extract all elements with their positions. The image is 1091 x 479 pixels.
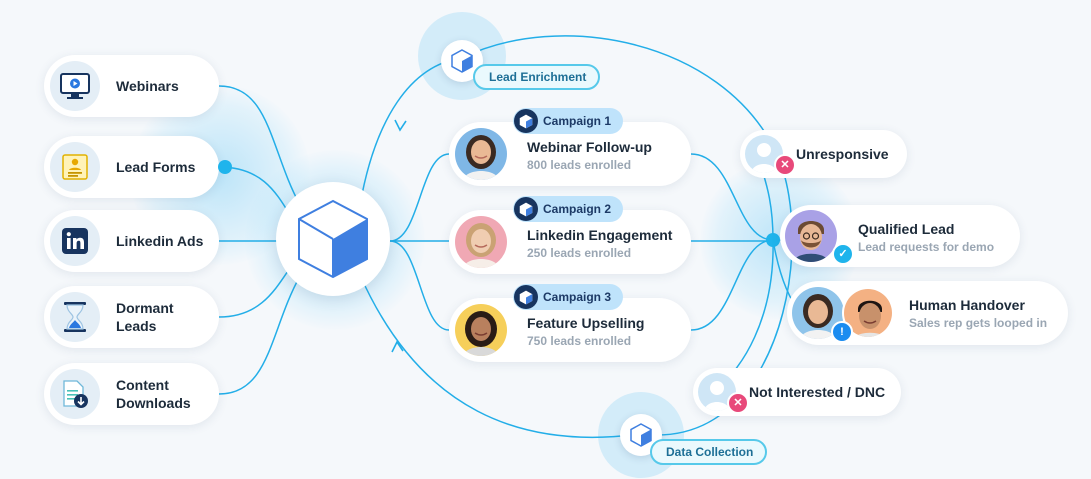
campaign-badge-1: Campaign 1	[513, 108, 624, 134]
campaign-badge-2: Campaign 2	[513, 196, 624, 222]
campaign-card-1[interactable]: Webinar Follow-up 800 leads enrolled	[449, 122, 691, 186]
wire-out-3	[690, 239, 774, 331]
avatar	[785, 210, 837, 262]
document-download-icon	[50, 369, 100, 419]
close-icon: ✕	[727, 392, 749, 414]
outcome-title: Qualified Lead	[858, 221, 955, 237]
outcome-title: Human Handover	[909, 297, 1025, 313]
arrow-bottom	[391, 340, 404, 353]
avatar	[455, 216, 507, 268]
source-dormant-leads[interactable]: Dormant Leads	[44, 286, 219, 348]
hourglass-icon	[50, 292, 100, 342]
source-label: Lead Forms	[116, 159, 196, 175]
lead-form-icon	[50, 142, 100, 192]
data-collection-label: Data Collection	[650, 439, 768, 465]
outcome-qualified-lead[interactable]: ✓ Qualified Lead Lead requests for demo	[780, 205, 1020, 267]
outcome-unresponsive[interactable]: ✕ Unresponsive	[740, 130, 907, 178]
source-label: Content Downloads	[116, 377, 191, 411]
campaign-card-2[interactable]: Linkedin Engagement 250 leads enrolled	[449, 210, 691, 274]
linkedin-icon	[50, 216, 100, 266]
alert-icon: !	[831, 321, 853, 343]
loop-bottom-left	[359, 274, 641, 439]
source-linkedin-ads[interactable]: Linkedin Ads	[44, 210, 219, 272]
outcome-human-handover[interactable]: ! Human Handover Sales rep gets looped i…	[787, 281, 1068, 345]
campaign-badge-label: Campaign 1	[543, 114, 612, 128]
campaign-badge-3: Campaign 3	[513, 284, 624, 310]
avatar	[842, 287, 894, 339]
wire-dormant	[218, 267, 291, 318]
wire-lead-forms	[218, 166, 291, 216]
cube-icon	[630, 423, 652, 447]
loop-top-right	[461, 35, 776, 151]
loop-right	[759, 149, 793, 371]
active-source-dot	[218, 160, 232, 174]
user-icon	[745, 135, 783, 173]
hub-node[interactable]	[276, 182, 390, 296]
wire-campaign-1	[389, 153, 450, 242]
webinar-screen-icon	[50, 61, 100, 111]
avatar	[455, 304, 507, 356]
campaign-title: Linkedin Engagement	[527, 227, 673, 243]
source-lead-forms[interactable]: Lead Forms	[44, 136, 219, 198]
outcome-subtitle: Sales rep gets looped in	[909, 316, 1048, 330]
cube-icon	[298, 199, 368, 279]
campaign-subtitle: 800 leads enrolled	[527, 158, 632, 172]
close-icon: ✕	[774, 154, 796, 176]
campaign-title: Feature Upselling	[527, 315, 645, 331]
campaign-badge-label: Campaign 2	[543, 202, 612, 216]
source-label: Linkedin Ads	[116, 233, 204, 249]
cube-icon	[514, 109, 538, 133]
cube-icon	[451, 49, 473, 73]
campaign-subtitle: 250 leads enrolled	[527, 246, 632, 260]
source-label: Dormant Leads	[116, 300, 174, 334]
wire-webinars	[218, 85, 301, 206]
outcome-not-interested[interactable]: ✕ Not Interested / DNC	[693, 368, 901, 416]
campaign-subtitle: 750 leads enrolled	[527, 334, 632, 348]
data-collection-node[interactable]	[620, 414, 662, 456]
avatar	[455, 128, 507, 180]
campaign-badge-label: Campaign 3	[543, 290, 612, 304]
source-label: Webinars	[116, 78, 179, 94]
check-icon: ✓	[832, 243, 854, 265]
loop-top-left	[359, 57, 463, 206]
wire-out-1	[690, 153, 774, 241]
source-webinars[interactable]: Webinars	[44, 55, 219, 117]
cube-icon	[514, 197, 538, 221]
outcome-title: Not Interested / DNC	[749, 384, 886, 400]
outcome-junction-dot	[766, 233, 780, 247]
wire-content	[218, 275, 301, 395]
source-content-downloads[interactable]: Content Downloads	[44, 363, 219, 425]
outcome-title: Unresponsive	[796, 146, 889, 162]
outcome-subtitle: Lead requests for demo	[858, 240, 995, 254]
wire-to-dnc	[719, 239, 774, 386]
cube-icon	[514, 285, 538, 309]
arrow-top	[394, 119, 407, 132]
wire-campaign-3	[389, 240, 450, 331]
lead-enrichment-label: Lead Enrichment	[473, 64, 601, 90]
campaign-title: Webinar Follow-up	[527, 139, 652, 155]
